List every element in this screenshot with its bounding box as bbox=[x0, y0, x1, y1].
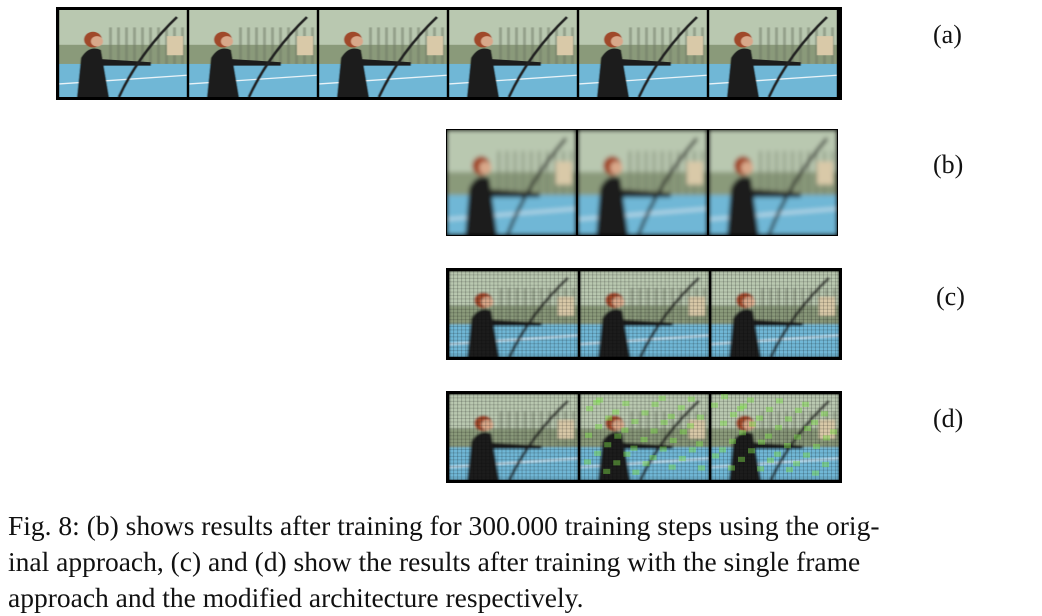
row-label-a: (a) bbox=[933, 20, 962, 49]
video-frame bbox=[447, 130, 578, 235]
image-strip-d bbox=[446, 391, 842, 483]
video-frame bbox=[711, 394, 839, 480]
video-frame bbox=[449, 271, 580, 357]
video-frame bbox=[59, 10, 189, 97]
video-frame bbox=[709, 10, 837, 97]
video-frame bbox=[449, 394, 580, 480]
image-strip-c bbox=[446, 268, 842, 360]
video-frame bbox=[578, 130, 709, 235]
video-frame bbox=[709, 130, 837, 235]
video-frame bbox=[580, 271, 711, 357]
row-label-c: (c) bbox=[936, 282, 965, 311]
image-strip-b bbox=[446, 129, 838, 236]
caption-line: inal approach, (c) and (d) show the resu… bbox=[8, 546, 861, 577]
caption-line: Fig. 8: (b) shows results after training… bbox=[8, 510, 880, 541]
image-strip-a bbox=[56, 7, 842, 100]
video-frame bbox=[189, 10, 319, 97]
figure-caption: Fig. 8: (b) shows results after training… bbox=[8, 508, 1034, 616]
video-frame bbox=[580, 394, 711, 480]
video-frame bbox=[449, 10, 579, 97]
caption-line: approach and the modified architecture r… bbox=[8, 582, 584, 613]
video-frame bbox=[711, 271, 839, 357]
video-frame bbox=[319, 10, 449, 97]
row-label-b: (b) bbox=[933, 150, 964, 179]
row-label-d: (d) bbox=[933, 404, 964, 433]
video-frame bbox=[579, 10, 709, 97]
